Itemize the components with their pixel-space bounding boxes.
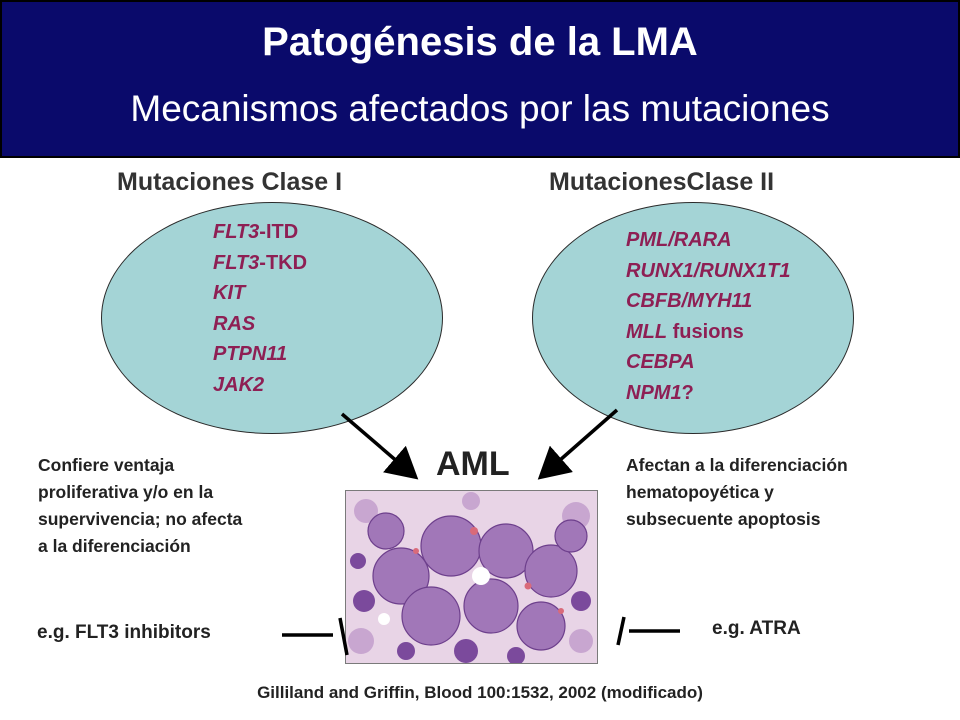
page-subtitle: Mecanismos afectados por las mutaciones xyxy=(130,88,830,129)
mutation-item: CEBPA xyxy=(626,347,790,378)
mutation-suffix: ? xyxy=(681,381,694,404)
mutation-item: MLL fusions xyxy=(626,317,790,348)
mutation-item: NPM1? xyxy=(626,378,790,409)
class-one-description: Confiere ventaja proliferativa y/o en la s… xyxy=(38,452,242,560)
aml-micrograph xyxy=(345,490,598,664)
mutation-item: PML/RARA xyxy=(626,225,790,256)
mutation-gene: JAK2 xyxy=(213,373,265,396)
mutation-item: PTPN11 xyxy=(213,339,307,370)
description-line: Afectan a la diferenciación xyxy=(626,455,848,475)
class-one-ellipse xyxy=(101,202,443,434)
micrograph-image xyxy=(346,491,597,663)
mutation-gene: MLL xyxy=(626,320,668,343)
mutation-suffix: fusions xyxy=(667,320,744,343)
mutation-item: KIT xyxy=(213,278,307,309)
description-line: subsecuente apoptosis xyxy=(626,509,821,529)
mutation-gene: KIT xyxy=(213,282,246,304)
mutation-item: FLT3-ITD xyxy=(213,217,307,248)
class-two-therapy: e.g. ATRA xyxy=(712,618,801,639)
mutation-item: CBFB/MYH11 xyxy=(626,286,790,317)
class-one-therapy: e.g. FLT3 inhibitors xyxy=(37,622,211,643)
mutation-gene: FLT3 xyxy=(213,251,260,274)
description-line: supervivencia; no afecta xyxy=(38,509,243,529)
class-two-heading: MutacionesClase II xyxy=(549,168,775,196)
mutation-suffix: -TKD xyxy=(259,251,308,274)
class-one-inhibition-mark xyxy=(282,617,349,656)
class-two-ellipse xyxy=(532,202,854,434)
class-two-arrow xyxy=(537,408,619,480)
mutation-gene: RAS xyxy=(213,312,256,335)
mutation-gene: RUNX1/RUNX1T1 xyxy=(626,259,791,282)
mutation-suffix: -ITD xyxy=(259,221,299,243)
mutation-item: FLT3-TKD xyxy=(213,248,307,279)
class-two-description: Afectan a la diferenciación hematopoyétic… xyxy=(626,452,848,533)
mutation-gene: CEBPA xyxy=(626,351,695,373)
description-line: proliferativa y/o en la xyxy=(38,482,214,502)
aml-label: AML xyxy=(436,445,510,483)
mutation-item: RAS xyxy=(213,309,307,340)
title-banner xyxy=(0,0,960,158)
mutation-item: RUNX1/RUNX1T1 xyxy=(626,256,790,287)
mutation-gene: FLT3 xyxy=(213,221,260,243)
mutation-item: JAK2 xyxy=(213,370,307,401)
class-one-arrow xyxy=(340,412,419,480)
mutation-gene: NPM1 xyxy=(626,381,682,404)
citation: Gilliland and Griffin, Blood 100:1532, 2… xyxy=(257,683,703,702)
description-line: a la diferenciación xyxy=(38,536,191,556)
mutation-gene: PTPN11 xyxy=(213,343,288,365)
page-title: Patogénesis de la LMA xyxy=(262,20,698,64)
class-one-heading: Mutaciones Clase I xyxy=(117,168,343,196)
mutation-gene: PML/RARA xyxy=(626,229,732,251)
mutation-gene: CBFB/MYH11 xyxy=(626,290,753,312)
class-two-inhibition-mark xyxy=(616,616,680,646)
description-line: Confiere ventaja xyxy=(38,455,175,475)
description-line: hematopoyética y xyxy=(626,482,774,502)
